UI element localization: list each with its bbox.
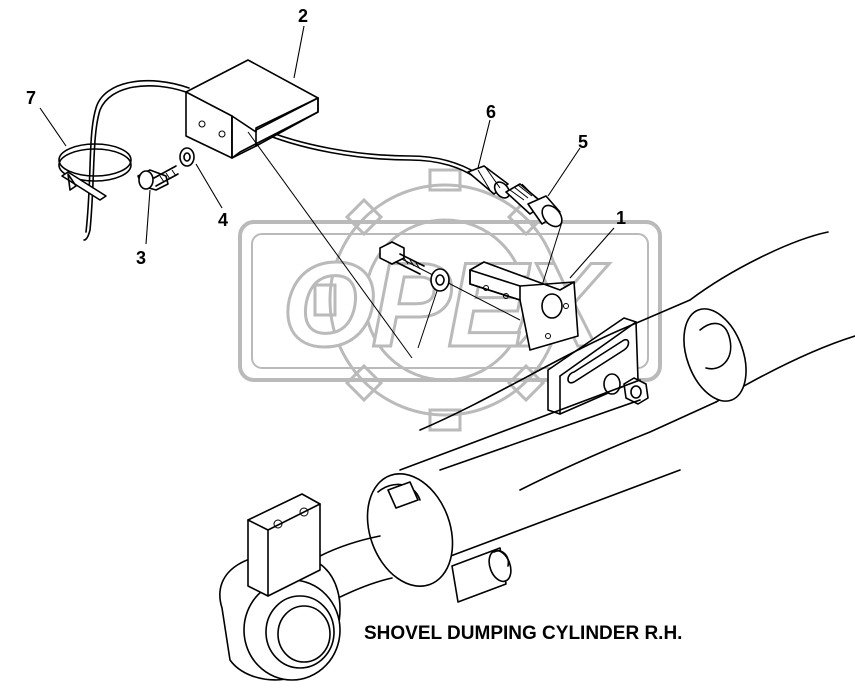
hydraulic-cylinder <box>319 231 855 603</box>
rod-eye <box>219 493 341 681</box>
callout-labels: 1 2 3 4 5 6 7 <box>26 6 626 268</box>
cable <box>83 79 479 241</box>
leader-lines <box>39 25 615 279</box>
cable-tie <box>58 143 132 201</box>
watermark-frame <box>238 220 662 382</box>
junction-box <box>185 59 319 159</box>
sensor-bracket <box>469 261 579 351</box>
callout-2: 2 <box>298 6 308 26</box>
cable-connector <box>467 165 511 199</box>
proximity-sensor <box>505 183 563 228</box>
screw <box>137 165 179 191</box>
mounting-plate <box>547 317 639 415</box>
diagram-caption: SHOVEL DUMPING CYLINDER R.H. <box>364 623 682 644</box>
callout-4: 4 <box>218 210 228 230</box>
washer <box>179 147 195 167</box>
callout-5: 5 <box>578 132 588 152</box>
bracket-bolt <box>379 241 450 292</box>
callout-6: 6 <box>486 102 496 122</box>
callout-1: 1 <box>616 208 626 228</box>
assembly-lines <box>247 131 563 359</box>
callout-3: 3 <box>136 248 146 268</box>
callout-7: 7 <box>26 88 36 108</box>
